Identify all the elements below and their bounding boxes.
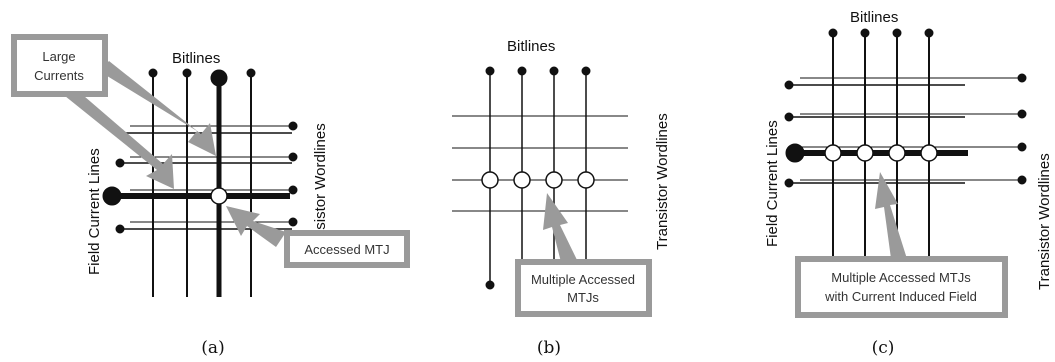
panel-a-field-lines-label: Field Current Lines [86,148,103,275]
panel-a-wordlines-label: Transistor Wordlines [312,123,329,260]
panel-c-accessed-mtjs [824,144,938,162]
panel-a-wordlines [130,121,298,227]
panel-b-callout-arrow [543,193,578,266]
panel-b-bitlines-label: Bitlines [507,38,555,55]
panel-a-accessed-mtj-text: Accessed MTJ [304,242,389,257]
panel-a-accessed-mtj [210,187,228,205]
panel-c: Bitlines Field Current Lines Transistor … [764,9,1053,358]
panel-a-bitlines-label: Bitlines [172,50,220,67]
panel-b-multiple-callout: Multiple Accessed MTJs [515,259,652,317]
panel-c-callout-arrow [875,172,908,266]
panel-c-caption: (c) [872,338,895,358]
panel-b-wordlines-label: Transistor Wordlines [654,113,671,250]
panel-c-wordlines [800,73,1027,185]
panel-c-wordlines-label: Transistor Wordlines [1036,153,1053,290]
panel-c-callout-line2: with Current Induced Field [824,289,977,304]
panel-a-callout-arrows [65,61,286,247]
panel-b-caption: (b) [537,338,561,358]
panel-a-large-currents-callout: Large Currents [11,34,108,97]
panel-c-field-lines-label: Field Current Lines [764,120,781,247]
panel-b-wordlines [452,115,628,212]
panel-a-accessed-mtj-callout: Accessed MTJ [284,230,410,268]
panel-c-multiple-callout: Multiple Accessed MTJs with Current Indu… [795,256,1008,318]
panel-b-callout-line2: MTJs [567,290,599,305]
panel-b-callout-line1: Multiple Accessed [531,272,635,287]
panel-a-large-currents-line2: Currents [34,68,84,83]
panel-a-caption: (a) [201,338,224,358]
panel-c-callout-line1: Multiple Accessed MTJs [831,270,971,285]
panel-a-large-currents-line1: Large [42,49,75,64]
panel-c-field-lines [784,80,968,188]
panel-b: Bitlines Transistor Wordlines Multiple A… [452,38,671,358]
panel-c-bitlines-label: Bitlines [850,9,898,26]
panel-a: Bitlines Field Current Lines Transistor … [11,34,410,358]
panel-b-accessed-mtjs [481,171,595,189]
